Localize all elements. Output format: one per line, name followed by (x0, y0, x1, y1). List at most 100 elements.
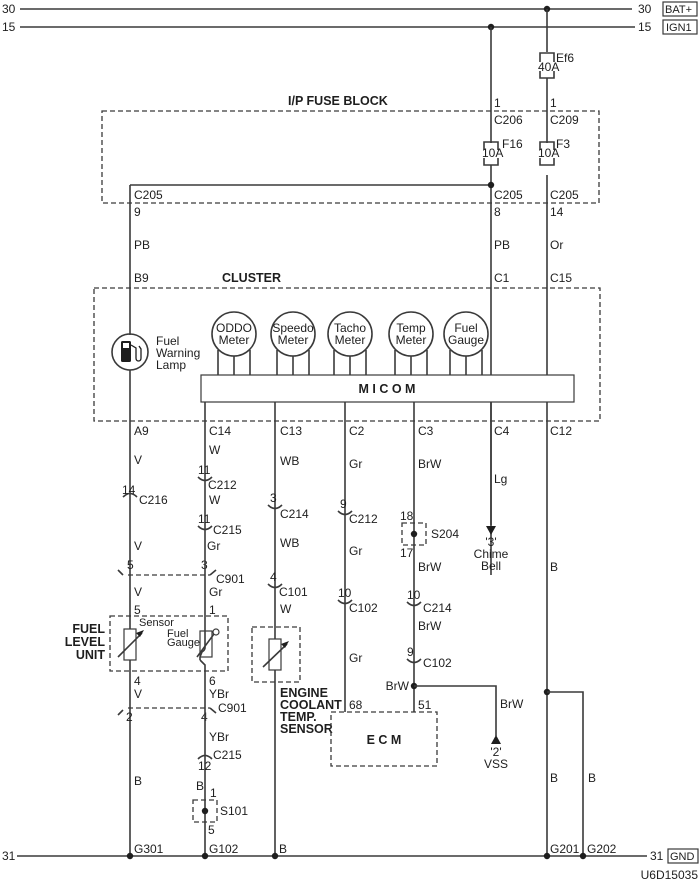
sensor-label: Sensor (139, 617, 174, 629)
connector-c215-symbol (197, 525, 213, 531)
ground-g202: G202 (587, 842, 617, 856)
fuel-warning-lamp: Fuel Warning Lamp (111, 333, 200, 372)
meter-circle (211, 311, 257, 357)
micom-label: M I C O M (359, 382, 416, 396)
wire-color-label: B (550, 771, 558, 785)
fuel-level-unit-title: FUEL (72, 622, 105, 636)
wire-color-label: V (134, 687, 142, 701)
connector-c212-symbol (197, 476, 213, 482)
vss-ref: '2' (490, 745, 501, 759)
fuse-block-title: I/P FUSE BLOCK (288, 94, 388, 108)
ecm-outline (330, 711, 438, 767)
wire-color-label: PB (494, 238, 510, 252)
wire-color-label: YBr (209, 687, 229, 701)
wire-color-label: PB (134, 238, 150, 252)
bat-rail: 30 30 BAT+ (2, 1, 698, 17)
c215-pin: 11 (198, 512, 211, 526)
wire-color-label: B (588, 771, 596, 785)
connector-c102-symbol (337, 599, 353, 605)
fuse-f16: 10A F16 (482, 137, 523, 166)
cluster-pin-c13: C13 (280, 424, 302, 438)
c102-pin: 9 (407, 645, 414, 659)
wire-color-label: B (550, 560, 558, 574)
s101-label: S101 (220, 804, 248, 818)
c102-label: C102 (423, 656, 452, 670)
connector-c212-symbol (337, 510, 353, 516)
c205-left-pin: 9 (134, 205, 141, 219)
meter-circle (270, 311, 316, 357)
wire-color-label: W (209, 493, 221, 507)
connector-c214-symbol (406, 601, 422, 607)
ground-g301: G301 (134, 842, 164, 856)
c901-bottom-pin-left: 2 (126, 710, 133, 724)
wire-color-label: Gr (207, 539, 220, 553)
c206-label: C206 (494, 113, 523, 127)
c205-left-label: C205 (134, 188, 163, 202)
connector-c102-symbol (406, 658, 422, 664)
sensor-title: ENGINE (280, 686, 328, 700)
c212-label: C212 (349, 512, 378, 526)
junction-dot (487, 181, 495, 189)
c209-label: C209 (550, 113, 579, 127)
ecm-label: E C M (367, 733, 402, 747)
sensor-title: COOLANT (280, 698, 342, 712)
cluster-pin-c2: C2 (349, 424, 365, 438)
wire-color-label: Gr (349, 457, 362, 471)
sensor-title: TEMP. (280, 710, 317, 724)
connector-c215-bottom-symbol (197, 754, 213, 760)
rail-30-right-label: 30 (638, 2, 652, 16)
lamp-label: Fuel (156, 334, 179, 348)
c901-top-pin-left: 5 (127, 558, 134, 572)
fuse-ef6: 40A Ef6 (538, 51, 574, 79)
c205-right-label: C205 (550, 188, 579, 202)
c205-mid-pin: 8 (494, 205, 501, 219)
c214-label: C214 (280, 507, 309, 521)
wire-color-label: BrW (418, 619, 442, 633)
fuse-f3-name: F3 (556, 137, 570, 151)
s101-pin-bot: 5 (208, 823, 215, 837)
fuel-level-unit-title: UNIT (76, 648, 106, 662)
wire-color-label: BrW (418, 457, 442, 471)
meter-label: Meter (396, 333, 427, 347)
fuse-ef6-name: Ef6 (556, 51, 574, 65)
lamp-label: Warning (156, 346, 200, 360)
wire-color-label: BrW (500, 697, 524, 711)
wire-color-label: BrW (418, 560, 442, 574)
rail-31-left-label: 31 (2, 849, 16, 863)
cluster-pin-c1: C1 (494, 271, 510, 285)
c901-bottom-label: C901 (218, 701, 247, 715)
c216-label: C216 (139, 493, 168, 507)
wire-color-label: V (134, 585, 142, 599)
wire-color-label: WB (280, 536, 299, 550)
fuse-f16-name: F16 (502, 137, 523, 151)
wire-color-label: YBr (209, 730, 229, 744)
vss-arrow-icon (491, 735, 501, 744)
fuel-unit-pin-top: 5 (134, 603, 141, 617)
ef6-pin: 1 (550, 96, 557, 110)
gauge-label: Gauge (167, 637, 200, 649)
cluster-pin-c12: C12 (550, 424, 572, 438)
wire-color-label: WB (280, 454, 299, 468)
fuse-block-outline (101, 110, 600, 204)
wire-color-label: V (134, 453, 142, 467)
ign1-tag: IGN1 (666, 22, 692, 34)
wire-color-label: Gr (209, 585, 222, 599)
c212-pin: 11 (198, 463, 211, 477)
wire-color-label: Gr (349, 544, 362, 558)
cluster-pin-c15: C15 (550, 271, 572, 285)
meter-circle (443, 311, 489, 357)
wire-color-label: B (134, 774, 142, 788)
coolant-temp-sensor: ENGINE COOLANT TEMP. SENSOR (251, 626, 342, 736)
rail-30-left-label: 30 (2, 2, 16, 16)
wire-color-label: B (196, 779, 204, 793)
meter-label: ODDO (216, 321, 252, 335)
wire-color-label: Gr (349, 651, 362, 665)
s204-pin-bot: 17 (400, 546, 414, 560)
c212-label: C212 (208, 478, 237, 492)
meter-label: Gauge (448, 333, 484, 347)
wire-color-label: BrW (386, 679, 410, 693)
c215-bottom-pin: 12 (198, 759, 212, 773)
